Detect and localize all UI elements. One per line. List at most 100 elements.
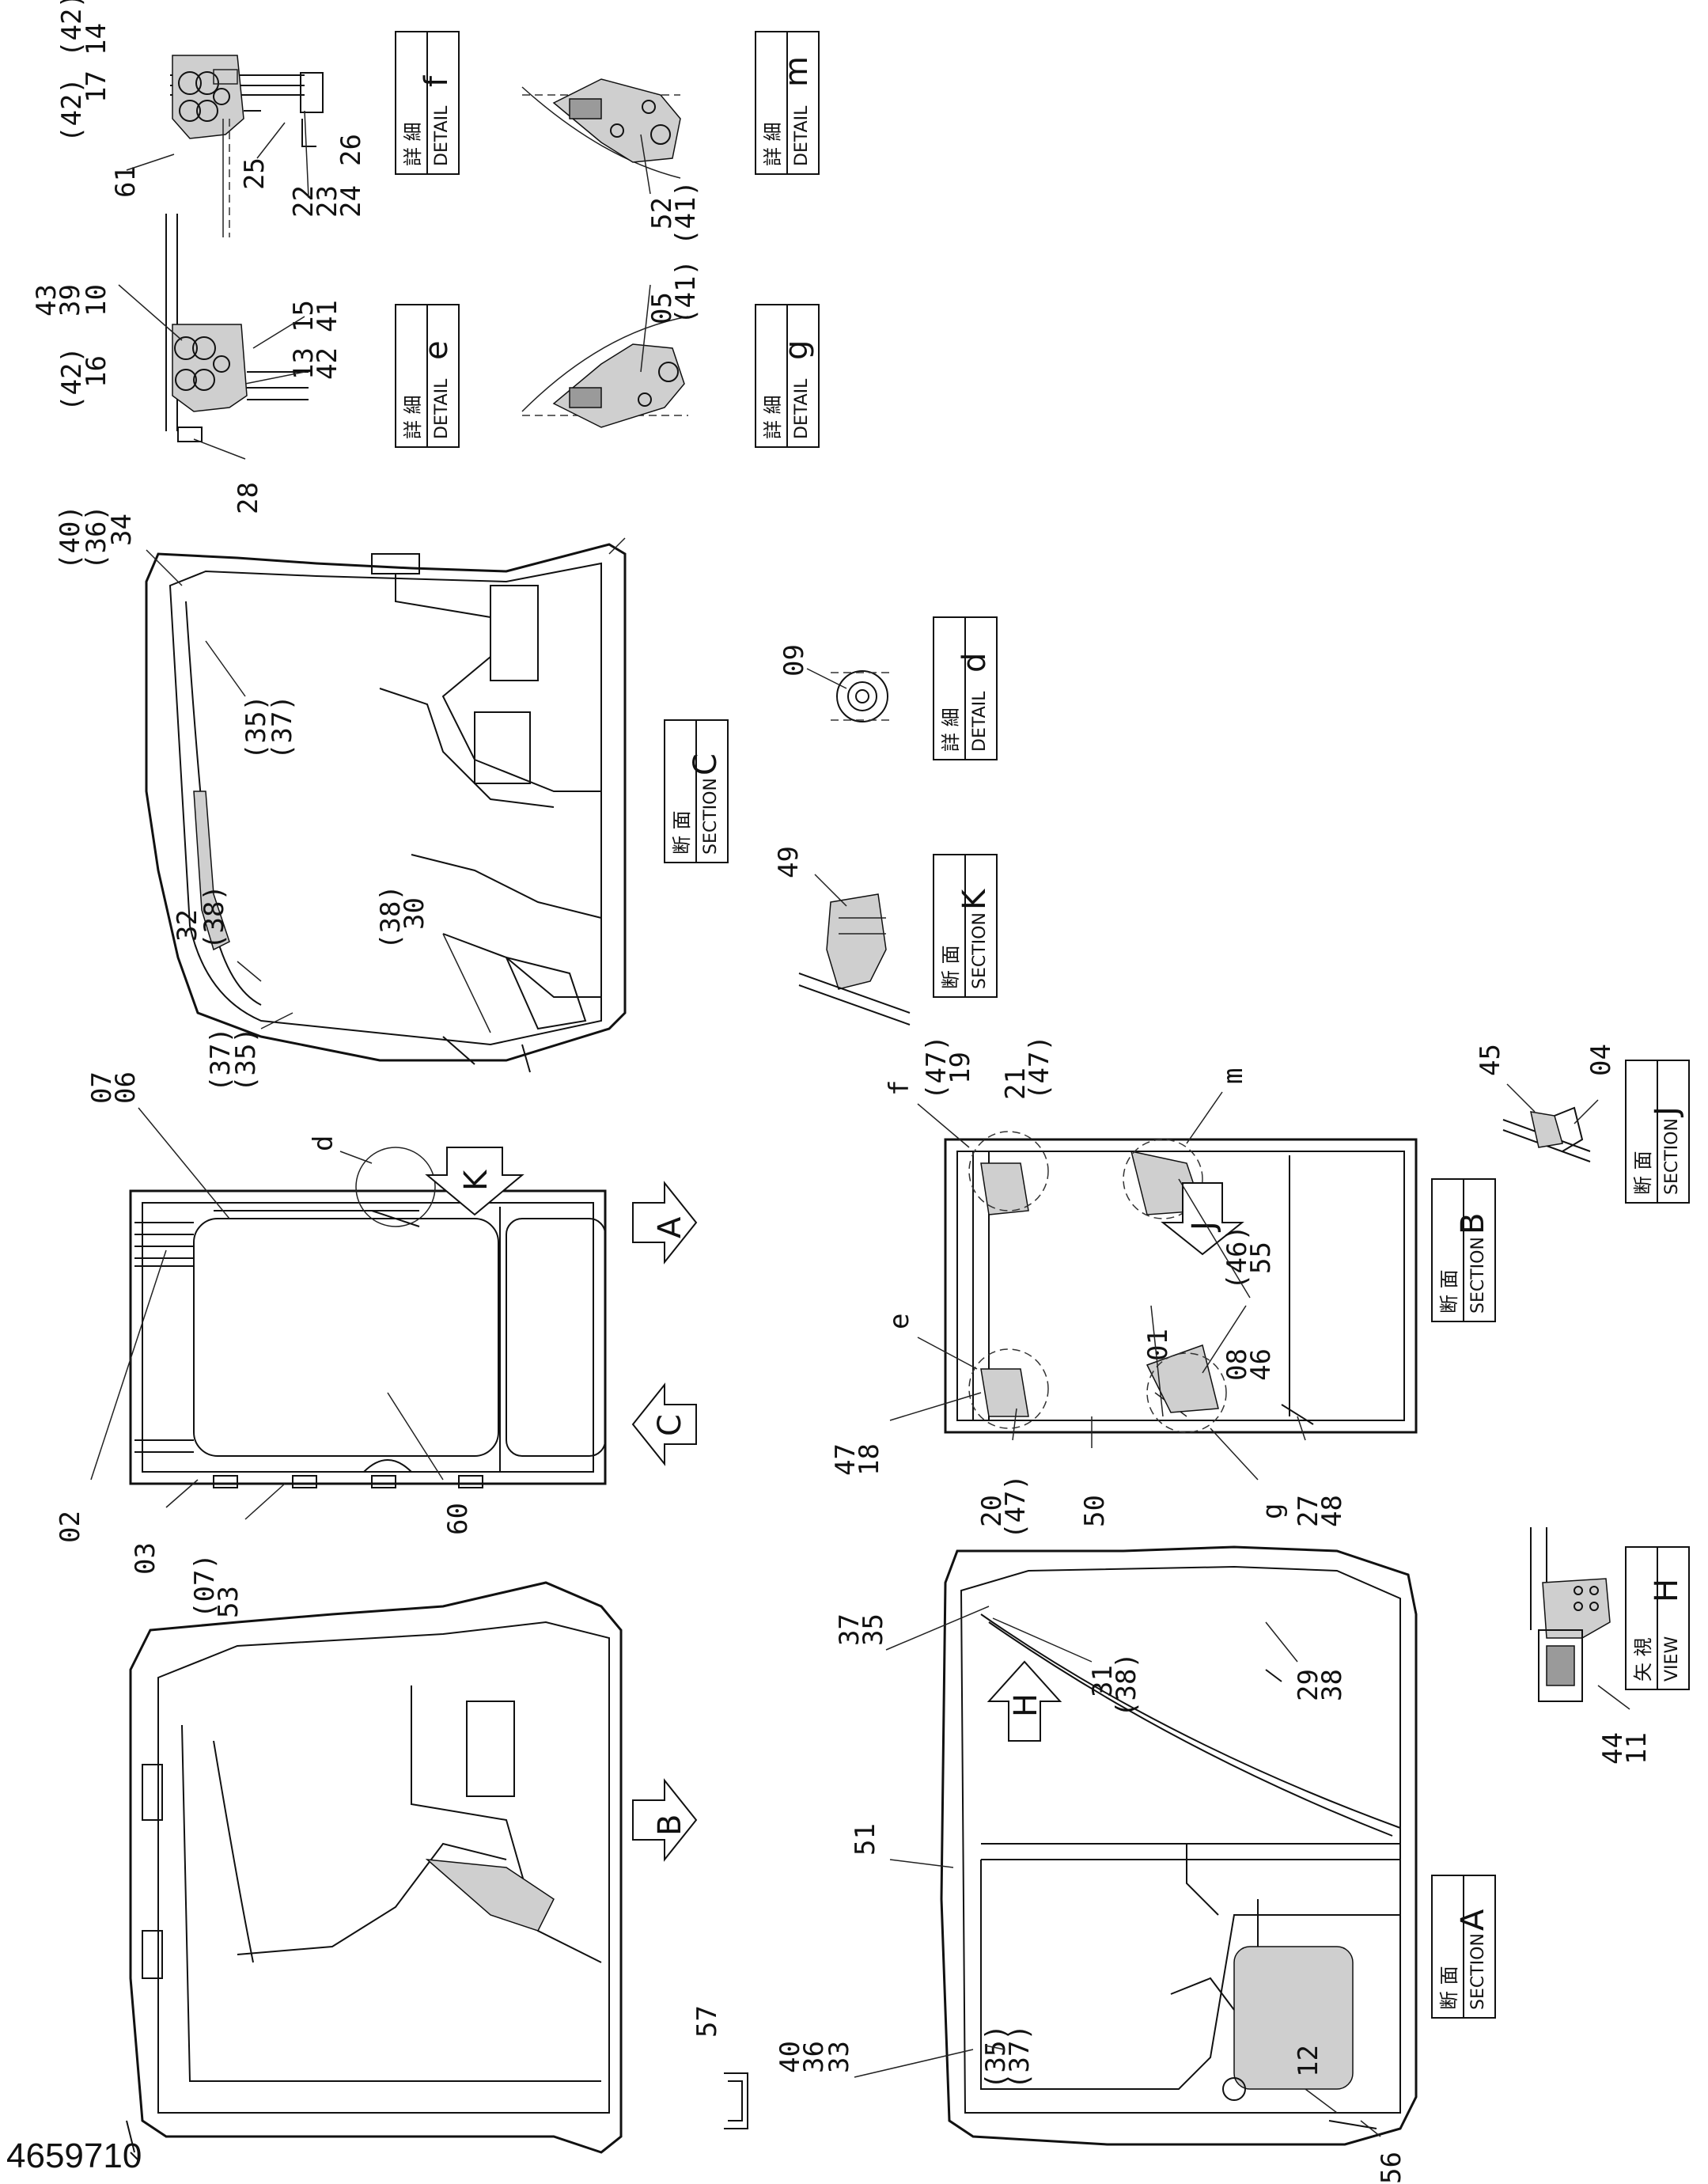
callout-15: 15: [288, 300, 320, 332]
cab-side-view-drawing: [126, 1581, 623, 2161]
callout-02: 02: [55, 1511, 86, 1543]
svg-text:詳 細: 詳 細: [402, 395, 424, 439]
section-k-arrow: K: [425, 1147, 525, 1216]
svg-text:断 面: 断 面: [1438, 1269, 1460, 1314]
svg-text:DETAIL: DETAIL: [432, 378, 452, 439]
callout-53: 53: [213, 1586, 244, 1618]
callout-35: (35): [980, 2024, 1012, 2089]
svg-text:e: e: [884, 1314, 915, 1329]
callout-50: 50: [1079, 1495, 1111, 1527]
callout-39: 39: [55, 284, 86, 317]
callout-47: 47: [830, 1443, 862, 1476]
callout-46: (46): [1221, 1225, 1253, 1290]
callout-27: 27: [1293, 1495, 1324, 1527]
callout-48: 48: [1316, 1495, 1348, 1527]
svg-text:SECTION: SECTION: [1468, 1237, 1488, 1314]
door-frame-drawing: [129, 1189, 607, 1488]
callout-25: 25: [239, 157, 271, 190]
svg-text:C: C: [687, 753, 724, 775]
svg-text:詳 細: 詳 細: [940, 707, 962, 752]
callout-18: 18: [854, 1443, 885, 1476]
svg-text:C: C: [652, 1414, 688, 1436]
svg-text:K: K: [956, 888, 993, 910]
section-h-arrow: H: [987, 1660, 1062, 1742]
callout-46: 46: [1245, 1348, 1277, 1381]
section-a-arrow: A: [632, 1181, 698, 1265]
callout-35: 35: [858, 1613, 889, 1646]
svg-text:m: m: [1218, 1068, 1249, 1084]
callout-07: (07): [189, 1553, 221, 1618]
svg-text:H: H: [1008, 1693, 1044, 1717]
svg-text:g: g: [778, 340, 815, 360]
detail-e-title: 詳 細 DETAIL e: [395, 304, 460, 448]
callout-09: 09: [778, 644, 810, 677]
svg-text:d: d: [956, 653, 993, 673]
callout-04: 04: [1585, 1044, 1617, 1076]
callout-37: 37: [834, 1613, 865, 1646]
callout-14: 14: [81, 23, 112, 55]
callout-52: 52: [646, 197, 678, 229]
callout-43: 43: [31, 284, 62, 317]
callout-01: 01: [1142, 1329, 1174, 1361]
callout-38: (38): [199, 885, 230, 950]
callout-03: 03: [130, 1542, 161, 1575]
section-c-arrow: C: [631, 1382, 697, 1466]
detail-m-title: 詳 細 DETAIL m: [755, 31, 820, 175]
callout-41: (41): [670, 260, 702, 324]
detail-f-title: 詳 細 DETAIL f: [395, 31, 460, 175]
callout-36: 36: [798, 2041, 830, 2073]
callout-61: 61: [110, 165, 142, 198]
svg-text:H: H: [1649, 1579, 1685, 1602]
callout-21: 21: [1000, 1067, 1032, 1100]
callout-36: (36): [81, 505, 112, 570]
callout-20: 20: [976, 1495, 1008, 1527]
callout-38: (38): [375, 885, 407, 950]
callout-47: (47): [1000, 1474, 1032, 1539]
callout-42: (42): [56, 347, 88, 411]
callouts-section-b: (47) 19 21 (47) (46) 55 08 46 01 47 18 2…: [830, 1035, 1348, 1539]
svg-text:DETAIL: DETAIL: [432, 105, 452, 166]
callout-41: 41: [312, 300, 343, 332]
callout-24: 24: [335, 185, 367, 218]
callout-38: (38): [1111, 1652, 1142, 1717]
svg-text:d: d: [308, 1136, 339, 1151]
callout-30: 30: [399, 897, 430, 930]
callout-06: 06: [110, 1071, 142, 1104]
detail-m-drawing: [521, 78, 681, 179]
callout-41: (41): [670, 180, 702, 245]
detail-g-drawing: [521, 316, 689, 428]
svg-text:SECTION: SECTION: [1468, 1933, 1488, 2010]
callout-57: 57: [691, 2005, 723, 2038]
svg-text:DETAIL: DETAIL: [792, 378, 812, 439]
svg-text:詳 細: 詳 細: [762, 395, 784, 439]
section-c-drawing: [145, 537, 627, 1073]
callout-35: (35): [240, 695, 272, 760]
section-b-title: 断 面 SECTION B: [1431, 1178, 1496, 1322]
callout-33: 33: [824, 2041, 855, 2073]
section-j-drawing: [1502, 1083, 1599, 1162]
callout-37: (37): [205, 1027, 237, 1092]
detail-circles-section-b: f e m g: [884, 1068, 1289, 1519]
svg-text:断 面: 断 面: [1632, 1151, 1654, 1195]
svg-text:詳 細: 詳 細: [762, 122, 784, 166]
callout-47: (47): [921, 1035, 952, 1100]
callout-08: 08: [1221, 1348, 1253, 1381]
svg-text:J: J: [1649, 1106, 1685, 1118]
svg-text:断 面: 断 面: [1438, 1966, 1460, 2010]
callout-31: 31: [1087, 1665, 1119, 1697]
callout-60: 60: [442, 1503, 474, 1535]
svg-text:B: B: [652, 1814, 688, 1836]
callout-32: 32: [172, 909, 203, 942]
callout-23: 23: [312, 185, 343, 218]
callout-55: 55: [1245, 1242, 1277, 1274]
detail-g-title: 詳 細 DETAIL g: [755, 304, 820, 448]
drawing-number: 4659710: [6, 2137, 142, 2175]
callout-49: 49: [773, 846, 805, 878]
svg-text:A: A: [652, 1216, 688, 1238]
svg-text:g: g: [1257, 1503, 1289, 1519]
section-b-drawing: [944, 1138, 1418, 1434]
svg-text:e: e: [418, 340, 455, 360]
svg-text:SECTION: SECTION: [970, 912, 990, 989]
svg-text:K: K: [458, 1169, 494, 1191]
